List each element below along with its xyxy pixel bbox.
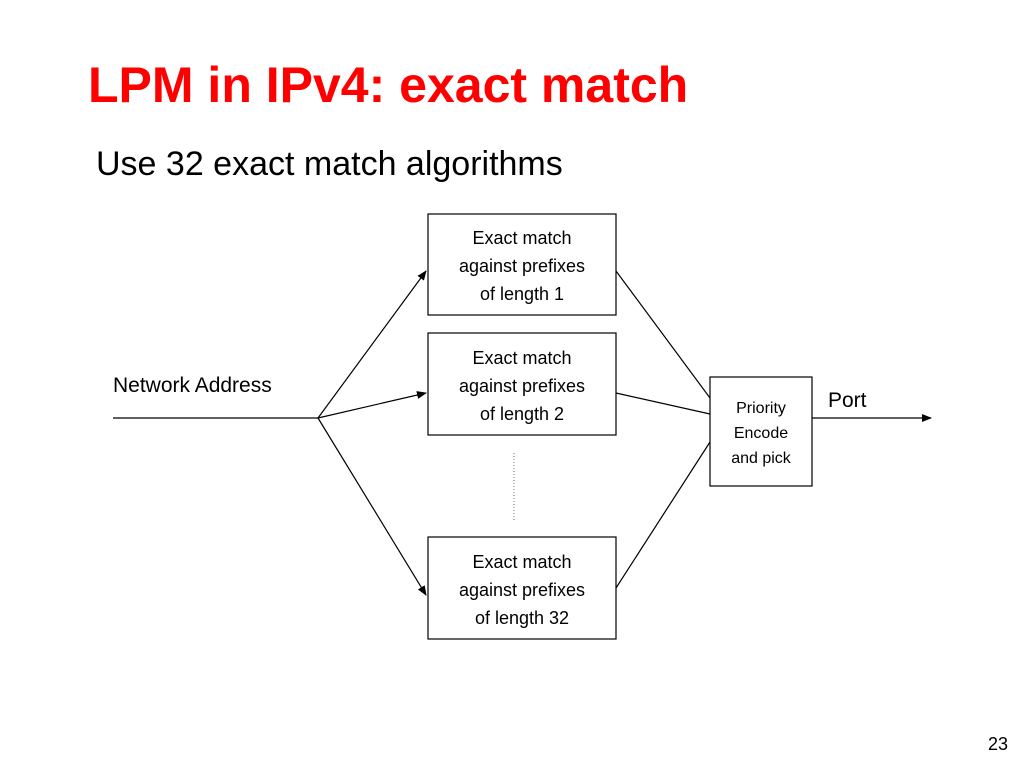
match-box-32-line-2: against prefixes xyxy=(459,580,585,600)
merge-line-1 xyxy=(615,270,711,399)
fanout-arrow-32 xyxy=(317,417,427,596)
match-box-1-line-2: against prefixes xyxy=(459,256,585,276)
match-box-2-line-1: Exact match xyxy=(472,348,571,368)
merge-line-2 xyxy=(615,392,711,415)
fanout-arrow-2 xyxy=(317,391,427,419)
encoder-line-2: Encode xyxy=(734,425,788,442)
page-number: 23 xyxy=(987,734,1008,754)
match-box-1-line-3: of length 1 xyxy=(480,284,564,304)
priority-encoder-box: Priority Encode and pick xyxy=(709,376,813,487)
output-label: Port xyxy=(828,389,867,412)
match-box-length-1: Exact match against prefixes of length 1 xyxy=(427,213,617,316)
encoder-line-1: Priority xyxy=(736,400,786,417)
slide-subtitle: Use 32 exact match algorithms xyxy=(96,145,563,183)
merge-line-32 xyxy=(615,441,711,589)
match-box-2-line-2: against prefixes xyxy=(459,376,585,396)
fanout-arrow-1 xyxy=(317,270,427,419)
match-box-32-line-1: Exact match xyxy=(472,552,571,572)
match-box-1-line-1: Exact match xyxy=(472,228,571,248)
match-box-length-32: Exact match against prefixes of length 3… xyxy=(427,536,617,640)
encoder-line-3: and pick xyxy=(731,450,792,467)
input-label: Network Address xyxy=(113,374,272,397)
match-box-2-line-3: of length 2 xyxy=(480,404,564,424)
match-box-length-2: Exact match against prefixes of length 2 xyxy=(427,332,617,436)
match-box-32-line-3: of length 32 xyxy=(475,608,569,628)
slide-title: LPM in IPv4: exact match xyxy=(88,57,689,113)
